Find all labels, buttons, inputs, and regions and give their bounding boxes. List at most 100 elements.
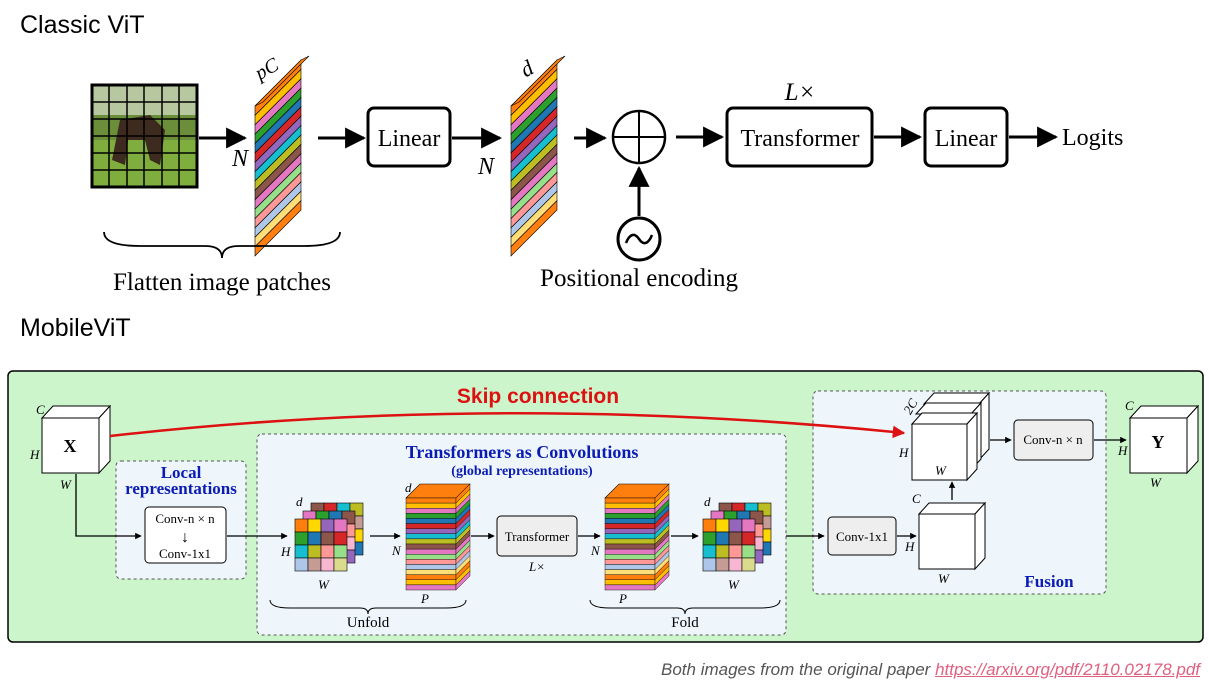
flatten-brace [103, 231, 341, 259]
stack-layer [604, 554, 656, 560]
embedding-stack [510, 55, 566, 257]
skip-connection-arrow [109, 411, 906, 439]
unfold-grid-cube [294, 502, 364, 572]
add-operator [611, 109, 667, 165]
stack-layer [405, 523, 457, 529]
cube-cell [307, 518, 322, 533]
fusion-conv1-label: Conv-1x1 [836, 529, 888, 544]
stack-layer [604, 513, 656, 519]
cube-cell [320, 531, 335, 546]
fusion-convn-label: Conv-n × n [1023, 432, 1083, 447]
fusion-small-cube [917, 501, 987, 571]
patch-top [510, 55, 566, 107]
tac-title: Transformers as Convolutions [406, 442, 639, 462]
patch-stack-1 [254, 55, 310, 257]
stack-layer [405, 543, 457, 550]
mobilevit-title: MobileViT [20, 314, 131, 342]
stack-layer [604, 584, 656, 591]
cube-cell [715, 531, 730, 546]
paper-link[interactable]: https://arxiv.org/pdf/2110.02178.pdf [935, 660, 1200, 679]
stack-layer [604, 533, 656, 540]
stack-layer [604, 574, 656, 580]
output-w: W [1150, 475, 1162, 490]
stack-layer [604, 559, 656, 565]
output-y-letter: Y [1152, 432, 1165, 452]
input-c: C [36, 402, 45, 417]
stack-side [455, 570, 471, 591]
local-conv-box [144, 506, 227, 564]
unfold-cube-d: d [296, 494, 303, 509]
stack-layer [604, 564, 656, 570]
cube-cell [294, 518, 309, 533]
local-title-1: Local [161, 463, 202, 482]
logits-label: Logits [1062, 125, 1123, 151]
fusion-convn-box [1013, 419, 1094, 461]
footer-text: Both images from the original paper [661, 660, 936, 679]
cube-cell [333, 531, 348, 546]
local-down-arrow: ↓ [181, 529, 189, 546]
fold-cube-d: d [704, 494, 711, 509]
cube-cell [741, 557, 756, 572]
stack-layer [604, 523, 656, 529]
cube-cell [741, 531, 756, 546]
fold-stack [604, 483, 670, 591]
skip-connection-label: Skip connection [457, 385, 619, 408]
unfold-brace [269, 599, 467, 615]
transformer-label-m: Transformer [505, 529, 570, 544]
output-h: H [1117, 443, 1128, 458]
stack-layer [405, 554, 457, 560]
cube-cell [320, 518, 335, 533]
cube-cell [294, 531, 309, 546]
arrow-x-to-local [75, 474, 142, 540]
positional-encoding-icon [616, 216, 662, 262]
cube-cell [702, 518, 717, 533]
stack-layer [604, 569, 656, 575]
fusion-small-c: C [912, 491, 921, 506]
cube-cell [702, 557, 717, 572]
pc-label: pC [250, 53, 284, 85]
positional-encoding-caption: Positional encoding [540, 265, 738, 292]
classic-vit-title: Classic ViT [20, 11, 145, 39]
cube-cell [333, 544, 348, 559]
n-label-2: N [477, 154, 496, 180]
fusion-label: Fusion [1024, 572, 1074, 591]
input-x-letter: X [64, 436, 77, 456]
unfold-stack-d: d [405, 480, 412, 495]
stack-layer [604, 528, 656, 534]
linear-box-1 [366, 106, 452, 168]
stack-layer [405, 584, 457, 591]
input-image-grid [90, 83, 199, 189]
linear-label-1: Linear [378, 126, 441, 152]
cube-cell [728, 557, 743, 572]
stack-layer [604, 538, 656, 545]
patch-top [254, 55, 310, 107]
unfold-stack-n: N [391, 543, 402, 558]
cube-cell [333, 557, 348, 572]
output-c: C [1125, 398, 1134, 413]
d-label: d [516, 54, 539, 82]
stack-layer [405, 533, 457, 540]
fusion-big-cube [910, 391, 991, 482]
transformer-box-m [496, 515, 578, 557]
fusion-conv1-box [827, 516, 897, 556]
cube-cell [741, 544, 756, 559]
cube-cell [294, 557, 309, 572]
transformer-lx-m: L× [528, 559, 545, 574]
stack-layer [604, 502, 656, 509]
cube-cell [728, 531, 743, 546]
fold-label: Fold [671, 615, 699, 631]
stack-layer [405, 518, 457, 524]
stack-layer [405, 559, 457, 565]
fold-brace [589, 599, 781, 615]
fusion-small-w: W [938, 571, 950, 586]
cube-cell [307, 557, 322, 572]
stack-layer [604, 518, 656, 524]
cube-cell [307, 544, 322, 559]
cube-cell [307, 531, 322, 546]
stack-layer [405, 548, 457, 555]
unfold-stack [405, 483, 471, 591]
cube-cell [715, 518, 730, 533]
stack-layer [604, 497, 656, 504]
cube-cell [715, 557, 730, 572]
fusion-small-h: H [904, 539, 915, 554]
